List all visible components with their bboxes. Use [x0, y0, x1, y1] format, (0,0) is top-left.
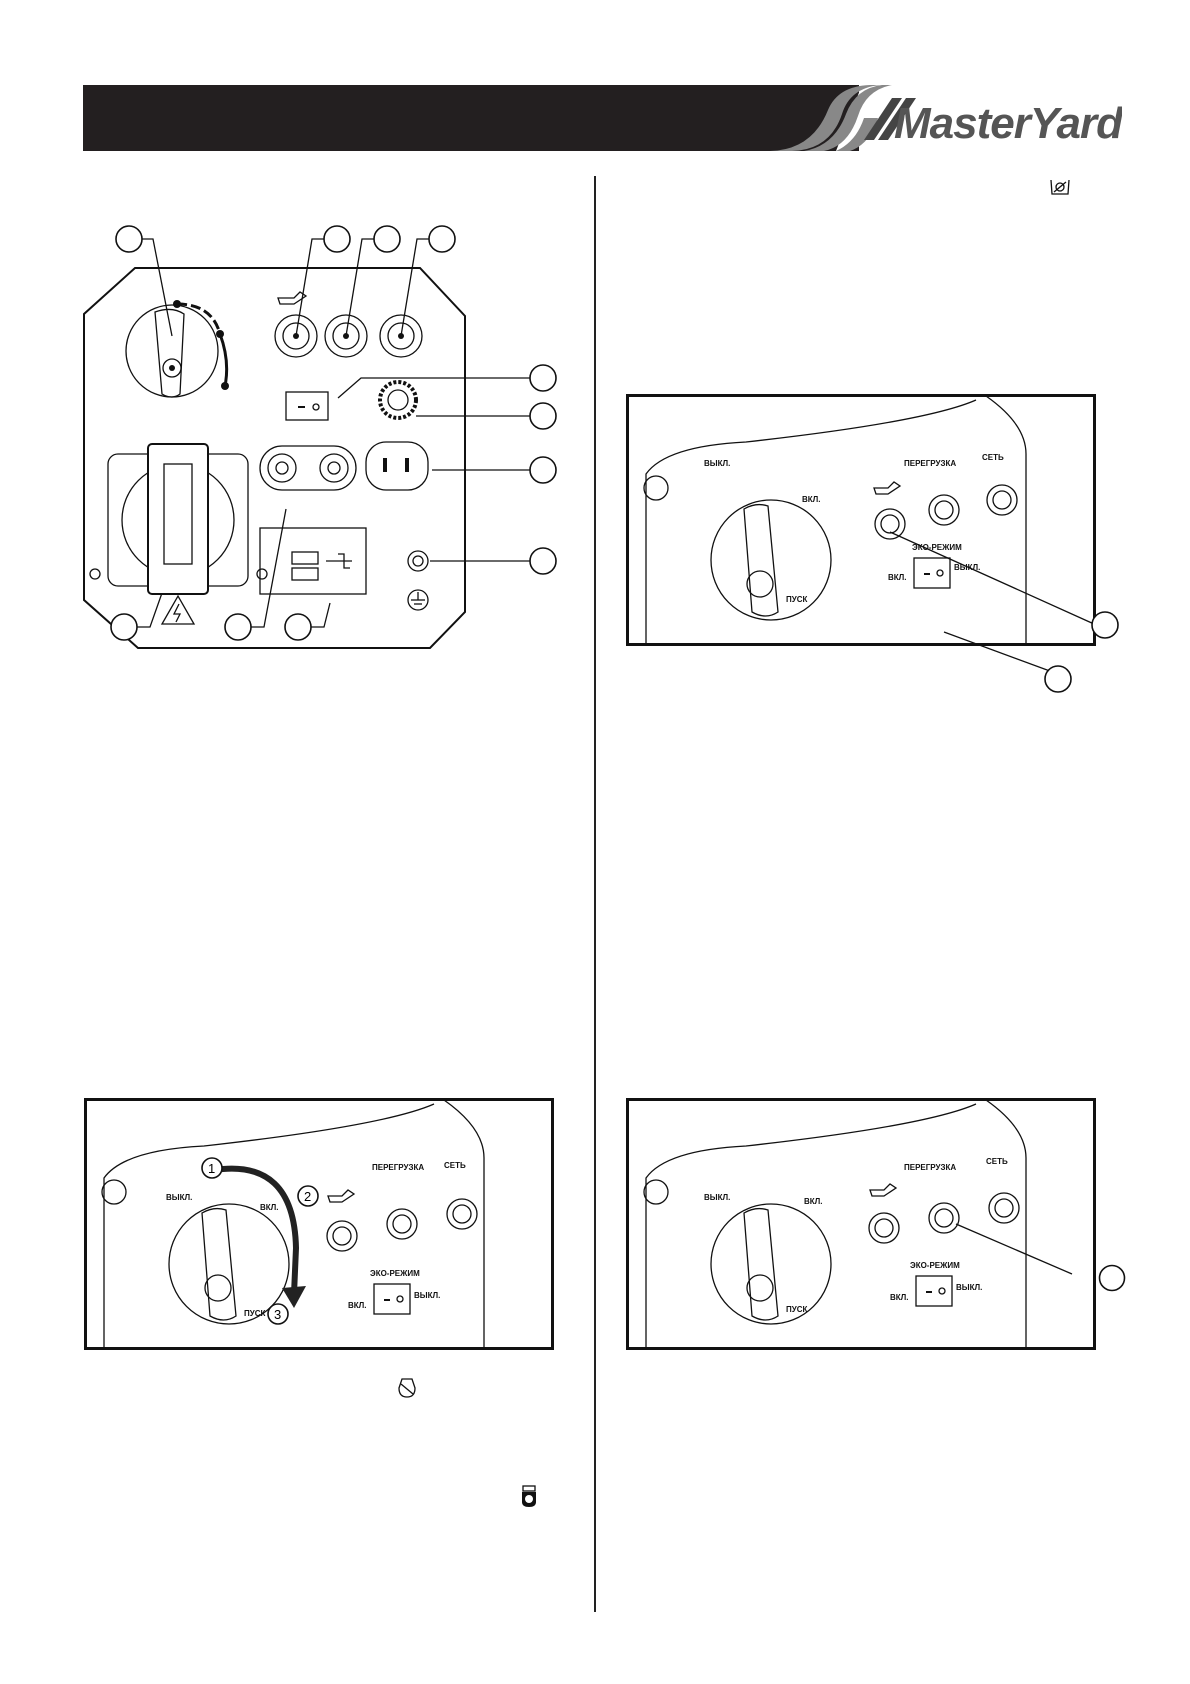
rotation-step-1	[201, 1157, 223, 1179]
callout-3	[373, 225, 401, 253]
callout-10	[224, 613, 252, 641]
callout-5	[529, 364, 557, 392]
header-bar	[83, 85, 859, 151]
callout-photo-b	[1044, 665, 1072, 693]
label-start: ПУСК	[244, 1309, 266, 1318]
label-overload: ПЕРЕГРУЗКА	[372, 1163, 424, 1172]
label-eco-on: ВКЛ.	[888, 573, 907, 582]
label-on: ВКЛ.	[802, 495, 821, 504]
label-start: ПУСК	[786, 1305, 808, 1314]
start-icon	[1050, 179, 1070, 195]
photo-callouts-top	[889, 531, 1119, 693]
panel-photo-indicators: ВЫКЛ. ВКЛ. ПУСК ПЕРЕГРУЗКА СЕТЬ ЭКО-РЕЖИ…	[626, 394, 1096, 646]
label-eco-on: ВКЛ.	[890, 1293, 909, 1302]
callout-6	[529, 402, 557, 430]
fuel-on-icon	[522, 1485, 536, 1507]
label-on: ВКЛ.	[260, 1203, 279, 1212]
callout-2	[323, 225, 351, 253]
rotation-step-3	[267, 1303, 289, 1325]
callout-7	[529, 456, 557, 484]
label-overload: ПЕРЕГРУЗКА	[904, 1163, 956, 1172]
label-eco-mode: ЭКО-РЕЖИМ	[912, 543, 962, 552]
panel-photo-rotation: ВЫКЛ. ВКЛ. ПУСК ПЕРЕГРУЗКА СЕТЬ ЭКО-РЕЖИ…	[84, 1098, 554, 1350]
photo-callout-overload	[1098, 1264, 1126, 1292]
label-off: ВЫКЛ.	[704, 459, 730, 468]
rotation-step-2	[297, 1185, 319, 1207]
label-start: ПУСК	[786, 595, 808, 604]
label-off: ВЫКЛ.	[166, 1193, 192, 1202]
callout-11	[284, 613, 312, 641]
svg-text:1: 1	[208, 1161, 215, 1176]
control-panel-diagram	[83, 225, 557, 649]
label-network: СЕТЬ	[982, 453, 1004, 462]
brand-name: MasterYard	[894, 99, 1122, 148]
label-on: ВКЛ.	[804, 1197, 823, 1206]
callout-9	[110, 613, 138, 641]
callout-1	[115, 225, 143, 253]
svg-text:2: 2	[304, 1189, 311, 1204]
label-overload: ПЕРЕГРУЗКА	[904, 459, 956, 468]
brand-logo: MasterYard	[752, 85, 1122, 155]
callout-photo-a	[1091, 611, 1119, 639]
label-eco-mode: ЭКО-РЕЖИМ	[370, 1269, 420, 1278]
callout-8	[529, 547, 557, 575]
column-divider	[594, 176, 596, 1612]
label-off: ВЫКЛ.	[704, 1193, 730, 1202]
svg-text:3: 3	[274, 1307, 281, 1322]
panel-photo-overload: ВЫКЛ. ВКЛ. ПУСК ПЕРЕГРУЗКА СЕТЬ ЭКО-РЕЖИ…	[626, 1098, 1096, 1350]
label-eco-mode: ЭКО-РЕЖИМ	[910, 1261, 960, 1270]
label-eco-on: ВКЛ.	[348, 1301, 367, 1310]
choke-icon	[398, 1378, 416, 1398]
callout-4	[428, 225, 456, 253]
label-eco-off: ВЫКЛ.	[414, 1291, 440, 1300]
label-network: СЕТЬ	[444, 1161, 466, 1170]
label-network: СЕТЬ	[986, 1157, 1008, 1166]
label-eco-off: ВЫКЛ.	[956, 1283, 982, 1292]
